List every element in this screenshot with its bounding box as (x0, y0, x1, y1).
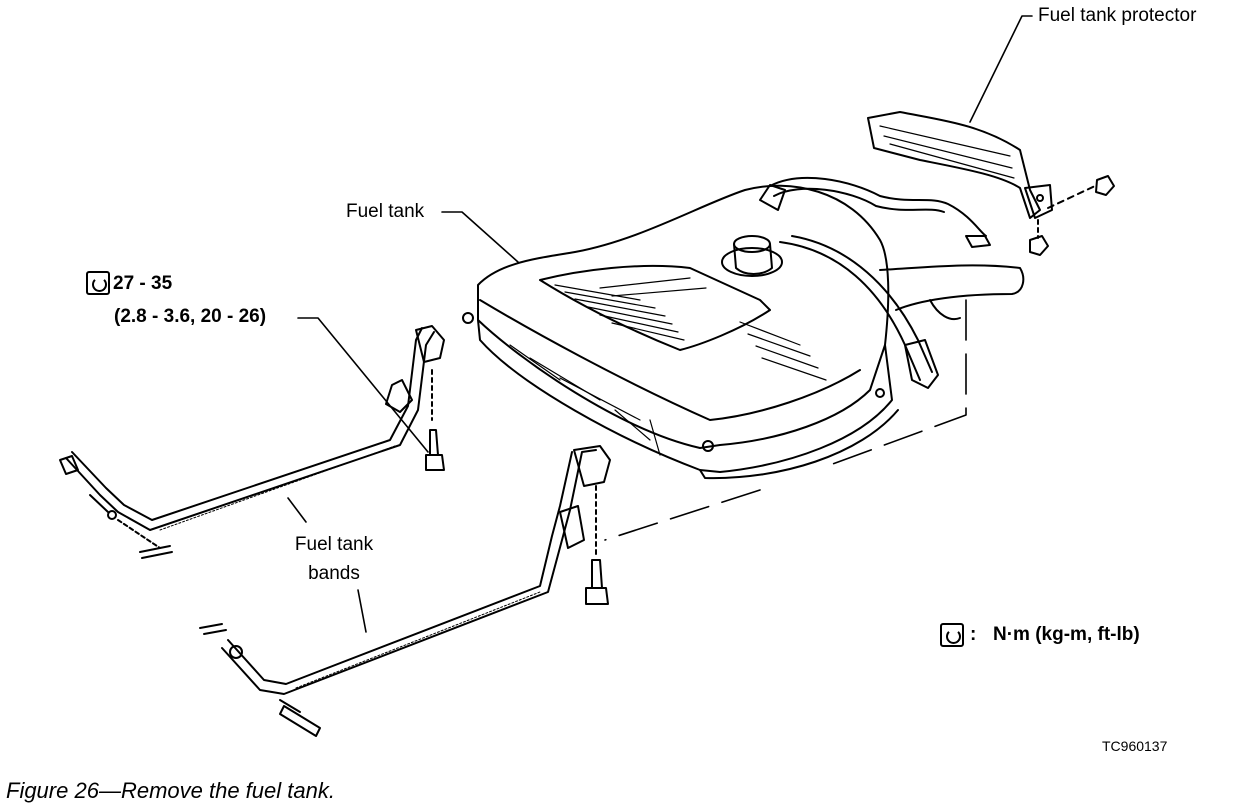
legend-torque-wrench-icon (940, 623, 964, 647)
fuel-tank-band-lower (199, 445, 611, 737)
fuel-tank (462, 184, 899, 480)
fuel-hoses (769, 176, 1025, 389)
nut-upper (1095, 175, 1115, 196)
legend-colon: : (970, 624, 977, 645)
leader-lines (287, 15, 1033, 633)
fuel-tank-label: Fuel tank (346, 201, 425, 222)
alignment-lines (604, 299, 967, 541)
torque-value-alt: (2.8 - 3.6, 20 - 26) (114, 306, 267, 327)
torque-wrench-icon (86, 271, 110, 295)
nut-lower (1029, 235, 1049, 256)
fuel-tank-bands-label-line2: bands (308, 563, 360, 584)
fuel-tank-protector (867, 111, 1115, 256)
legend-units: N·m (kg-m, ft-lb) (993, 624, 1140, 645)
torque-value: 27 - 35 (113, 273, 173, 294)
figure-code: TC960137 (1102, 738, 1168, 754)
fuel-tank-band-upper (59, 325, 445, 559)
fuel-tank-protector-label: Fuel tank protector (1038, 5, 1197, 26)
figure-caption: Figure 26—Remove the fuel tank. (6, 778, 335, 803)
fuel-tank-bands-label-line1: Fuel tank (294, 534, 374, 555)
